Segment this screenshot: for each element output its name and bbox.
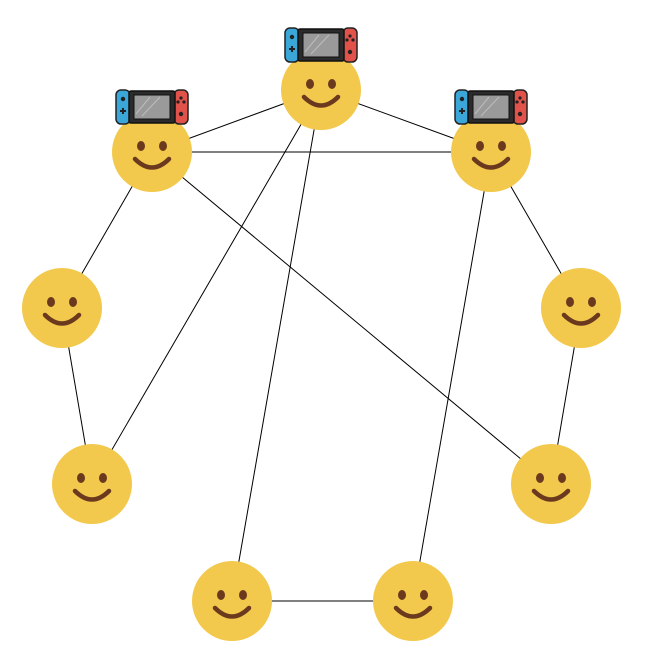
- left-eye: [47, 297, 55, 307]
- smile-mouth: [393, 605, 433, 619]
- left-eye: [306, 79, 314, 89]
- nintendo-switch-icon: [454, 89, 528, 125]
- smiley-face-icon: [192, 561, 272, 641]
- node-n0: [281, 27, 361, 130]
- smile-mouth: [531, 488, 571, 502]
- edge-n0-n5: [231, 89, 322, 602]
- smile-mouth: [561, 312, 601, 326]
- right-eye: [498, 141, 506, 151]
- smiley-face-icon: [373, 561, 453, 641]
- smile-mouth: [132, 156, 172, 170]
- node-n3: [22, 268, 102, 348]
- smiley-face-icon: [281, 50, 361, 130]
- smile-mouth: [301, 94, 341, 108]
- edge-n1-n7: [151, 151, 552, 485]
- smiley-face-icon: [22, 268, 102, 348]
- edge-n0-n4: [91, 89, 322, 485]
- right-eye: [239, 590, 247, 600]
- nintendo-switch-icon: [284, 27, 358, 63]
- node-n6: [373, 561, 453, 641]
- right-eye: [328, 79, 336, 89]
- smile-mouth: [72, 488, 112, 502]
- nintendo-switch-icon: [115, 89, 189, 125]
- nodes-layer: [22, 27, 621, 641]
- left-eye: [536, 473, 544, 483]
- left-eye: [476, 141, 484, 151]
- node-n1: [112, 89, 192, 192]
- smile-mouth: [212, 605, 252, 619]
- smiley-face-icon: [112, 112, 192, 192]
- smiley-face-icon: [451, 112, 531, 192]
- left-eye: [398, 590, 406, 600]
- smile-mouth: [471, 156, 511, 170]
- right-eye: [588, 297, 596, 307]
- right-eye: [558, 473, 566, 483]
- edge-n2-n6: [412, 151, 492, 602]
- right-eye: [69, 297, 77, 307]
- node-n4: [52, 444, 132, 524]
- left-eye: [137, 141, 145, 151]
- right-eye: [159, 141, 167, 151]
- left-eye: [217, 590, 225, 600]
- right-eye: [99, 473, 107, 483]
- smiley-face-icon: [511, 444, 591, 524]
- smiley-face-icon: [52, 444, 132, 524]
- smile-mouth: [42, 312, 82, 326]
- node-n5: [192, 561, 272, 641]
- smiley-face-icon: [541, 268, 621, 348]
- node-n7: [511, 444, 591, 524]
- node-n8: [541, 268, 621, 348]
- node-n2: [451, 89, 531, 192]
- left-eye: [77, 473, 85, 483]
- right-eye: [420, 590, 428, 600]
- left-eye: [566, 297, 574, 307]
